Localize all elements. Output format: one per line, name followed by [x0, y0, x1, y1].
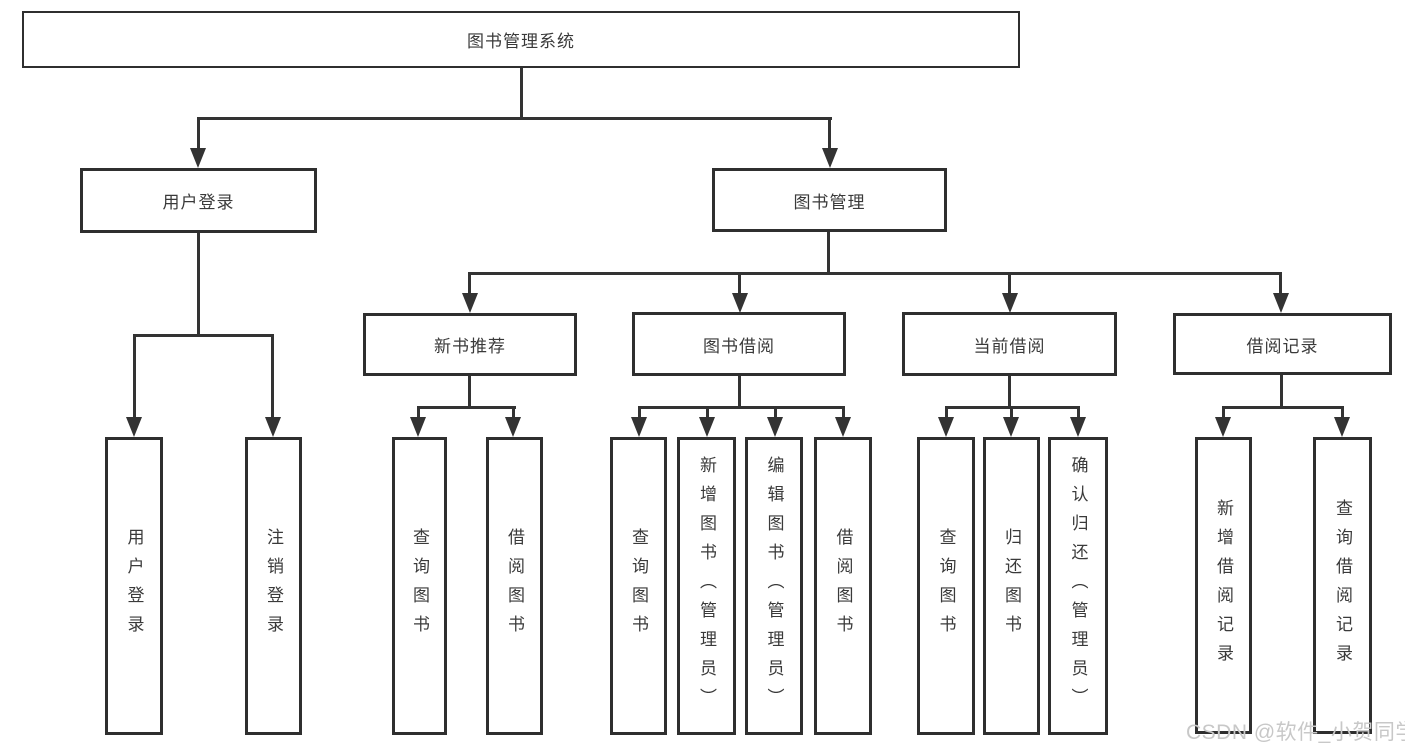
leaf-query-books-borrow: 查询图书 [610, 437, 667, 735]
connector-drop-login [197, 117, 200, 150]
leaf-label: 借阅图书 [833, 528, 853, 644]
connector-root-stem [520, 67, 523, 118]
arrowhead-icon [767, 417, 783, 437]
arrowhead-icon [265, 417, 281, 437]
connector-drop [417, 406, 420, 419]
connector-stem [468, 376, 471, 409]
connector-mgmt-bar [468, 272, 1282, 275]
arrowhead-icon [631, 417, 647, 437]
arrowhead-icon [1273, 293, 1289, 313]
node-borrow-records: 借阅记录 [1173, 313, 1392, 375]
connector-drop [271, 334, 274, 419]
leaf-label: 编辑图书（管理员） [764, 455, 784, 717]
connector-login-stem [197, 233, 200, 336]
arrowhead-icon [1334, 417, 1350, 437]
connector-drop [1010, 406, 1013, 419]
node-current-borrow: 当前借阅 [902, 312, 1117, 376]
connector-bar [417, 406, 516, 409]
connector-drop [842, 406, 845, 419]
arrowhead-icon [1003, 417, 1019, 437]
connector-drop [706, 406, 709, 419]
leaf-edit-books-admin: 编辑图书（管理员） [745, 437, 803, 735]
node-new-book-recommend: 新书推荐 [363, 313, 577, 376]
connector-root-bar [197, 117, 832, 120]
csdn-watermark: CSDN @软件_小贺同学 [1186, 721, 1405, 744]
node-user-login-label: 用户登录 [162, 193, 235, 212]
leaf-label: 新增图书（管理员） [697, 455, 716, 717]
leaf-confirm-return-admin: 确认归还（管理员） [1048, 437, 1108, 735]
connector-drop [512, 406, 515, 419]
arrowhead-icon [1215, 417, 1231, 437]
arrowhead-icon [835, 417, 851, 437]
connector-drop [774, 406, 777, 419]
connector-login-bar [133, 334, 274, 337]
leaf-query-borrow-record: 查询借阅记录 [1313, 437, 1372, 734]
leaf-label: 归还图书 [1002, 528, 1021, 644]
connector-drop [638, 406, 641, 419]
arrowhead-icon [938, 417, 954, 437]
arrowhead-icon [1002, 293, 1018, 313]
arrowhead-icon [126, 417, 142, 437]
leaf-label: 查询借阅记录 [1333, 498, 1352, 673]
leaf-borrow-books-recommend: 借阅图书 [486, 437, 543, 735]
connector-mgmt-stem [827, 232, 830, 275]
node-book-management: 图书管理 [712, 168, 947, 232]
node-book-management-label: 图书管理 [793, 192, 866, 212]
node-user-login: 用户登录 [80, 168, 317, 233]
connector-bar [1222, 406, 1344, 409]
leaf-query-books-current: 查询图书 [917, 437, 975, 735]
leaf-borrow-books: 借阅图书 [814, 437, 872, 735]
leaf-label: 查询图书 [629, 528, 648, 644]
connector-drop [1222, 406, 1225, 419]
connector-drop-mgmt [828, 117, 831, 150]
arrowhead-icon [505, 417, 521, 437]
arrowhead-icon [822, 148, 838, 168]
arrowhead-icon [699, 417, 715, 437]
arrowhead-icon [1070, 417, 1086, 437]
connector-drop [1008, 272, 1011, 296]
node-root: 图书管理系统 [22, 11, 1020, 68]
leaf-user-login-label: 用户登录 [124, 528, 144, 644]
arrowhead-icon [462, 293, 478, 313]
connector-drop [468, 272, 471, 296]
connector-drop [945, 406, 948, 419]
node-book-borrow-label: 图书借阅 [703, 336, 775, 356]
connector-drop [1279, 272, 1282, 296]
connector-stem [1280, 375, 1283, 409]
leaf-label: 新增借阅记录 [1214, 498, 1233, 673]
leaf-add-borrow-record: 新增借阅记录 [1195, 437, 1252, 734]
leaf-label: 确认归还（管理员） [1068, 455, 1088, 717]
leaf-logout: 注销登录 [245, 437, 302, 735]
node-root-label: 图书管理系统 [467, 32, 575, 51]
leaf-label: 借阅图书 [505, 528, 524, 644]
node-borrow-records-label: 借阅记录 [1246, 336, 1319, 356]
connector-stem [1008, 376, 1011, 409]
connector-drop [133, 334, 136, 419]
node-new-book-recommend-label: 新书推荐 [434, 337, 506, 356]
node-current-borrow-label: 当前借阅 [973, 336, 1046, 356]
leaf-label: 查询图书 [936, 528, 956, 644]
connector-stem [738, 376, 741, 409]
arrowhead-icon [732, 293, 748, 313]
leaf-logout-label: 注销登录 [264, 528, 283, 644]
node-book-borrow: 图书借阅 [632, 312, 846, 376]
connector-drop [1341, 406, 1344, 419]
arrowhead-icon [410, 417, 426, 437]
arrowhead-icon [190, 148, 206, 168]
leaf-add-books-admin: 新增图书（管理员） [677, 437, 736, 735]
leaf-return-books: 归还图书 [983, 437, 1040, 735]
connector-drop [1077, 406, 1080, 419]
leaf-query-books-recommend: 查询图书 [392, 437, 447, 735]
leaf-user-login: 用户登录 [105, 437, 163, 735]
connector-drop [738, 272, 741, 296]
leaf-label: 查询图书 [410, 528, 429, 644]
connector-bar [638, 406, 844, 409]
